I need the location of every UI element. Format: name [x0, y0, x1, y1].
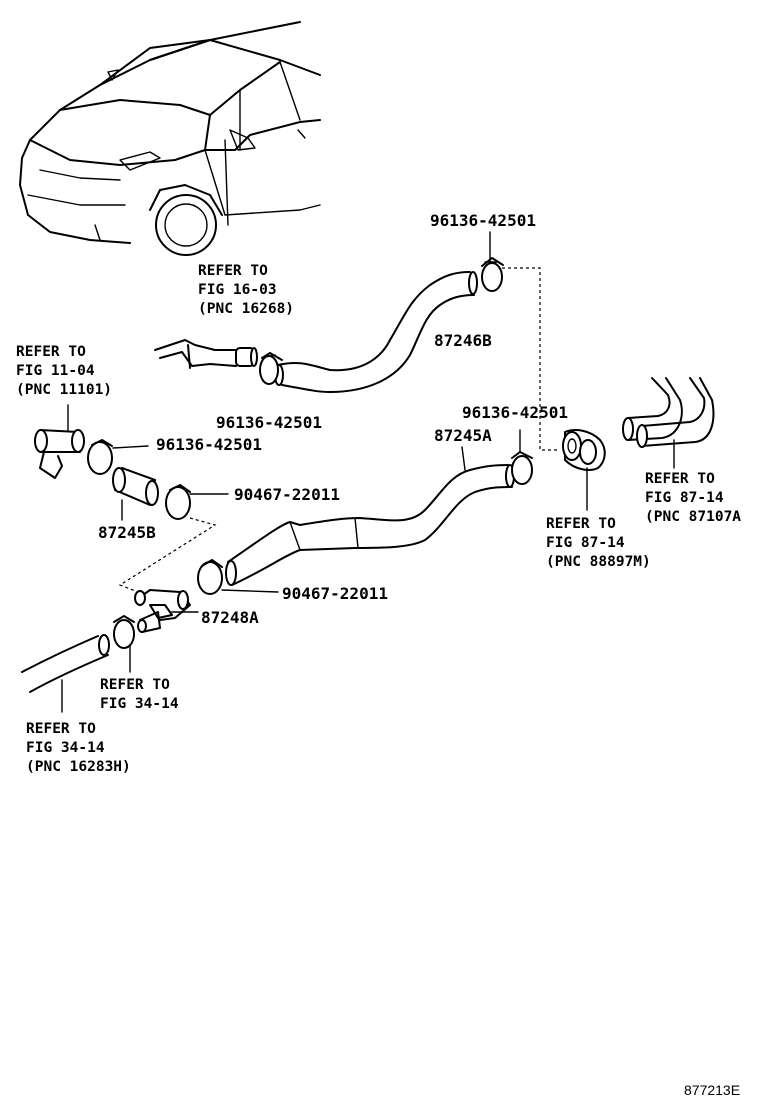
part-clip-lower: 90467-22011	[282, 584, 388, 603]
refer-fig-87-14-pnc-88897m: REFER TO FIG 87-14 (PNC 88897M)	[546, 516, 651, 570]
figure-code: 877213E	[684, 1082, 741, 1098]
refer-fig-34-14-pnc-16283h: REFER TO FIG 34-14 (PNC 16283H)	[26, 721, 131, 775]
car-illustration	[19, 21, 321, 256]
grommet-88897m	[562, 429, 606, 511]
hose-87245b	[112, 467, 159, 521]
clip-upper	[165, 484, 229, 520]
part-hose-87245a: 87245A	[434, 426, 492, 445]
pipe-16268	[154, 339, 258, 369]
clamp-mid	[259, 352, 283, 385]
part-hose-87245b: 87245B	[98, 523, 156, 542]
clamp-right	[511, 429, 533, 485]
pipe-11101	[34, 404, 85, 479]
part-valve-87248a: 87248A	[201, 608, 259, 627]
refer-fig-87-14-pnc-87107a: REFER TO FIG 87-14 (PNC 87107A	[645, 471, 742, 525]
refer-fig-34-14: REFER TO FIG 34-14	[100, 677, 179, 712]
part-clamp-mid: 96136-42501	[216, 413, 322, 432]
pipes-87107a	[622, 377, 715, 469]
part-hose-87246b: 87246B	[434, 331, 492, 350]
clamp-lower-left	[113, 615, 135, 673]
refer-fig-16-03: REFER TO FIG 16-03 (PNC 16268)	[198, 263, 295, 317]
clip-lower	[197, 559, 279, 595]
part-clamp-top: 96136-42501	[430, 211, 536, 230]
refer-fig-11-04: REFER TO FIG 11-04 (PNC 11101)	[16, 344, 113, 398]
clamp-top	[481, 257, 504, 292]
clamp-left	[87, 439, 149, 475]
hose-87245a	[225, 446, 515, 586]
part-clamp-right: 96136-42501	[462, 403, 568, 422]
part-clip-upper: 90467-22011	[234, 485, 340, 504]
hose-16283h	[21, 634, 110, 713]
part-clamp-left: 96136-42501	[156, 435, 262, 454]
hose-87246b	[274, 271, 478, 393]
valve-87248a	[134, 589, 199, 633]
